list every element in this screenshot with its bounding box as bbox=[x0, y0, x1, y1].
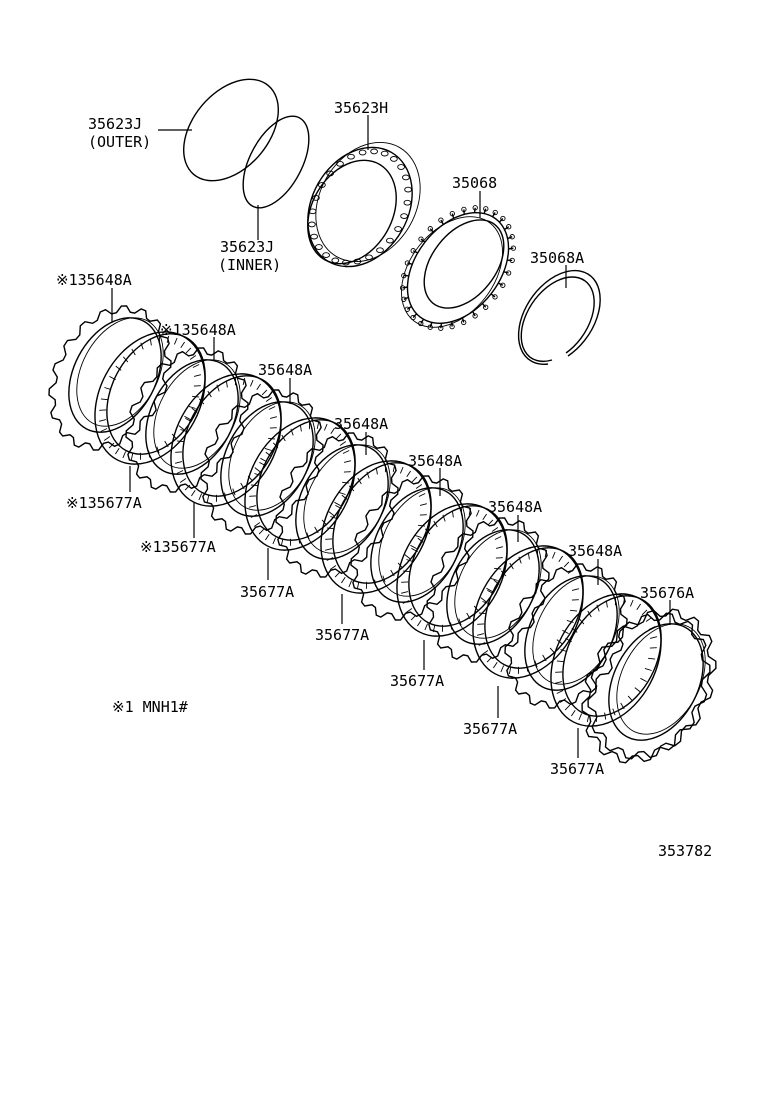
steel-plate[interactable] bbox=[125, 344, 258, 493]
one-way-clutch[interactable] bbox=[381, 193, 530, 346]
steel-plate[interactable] bbox=[275, 429, 408, 578]
friction-disc[interactable] bbox=[529, 575, 683, 746]
label-snap-ring: 35068A bbox=[530, 249, 584, 267]
label-disc-5: 35677A bbox=[390, 672, 444, 690]
label-flange: 35676A bbox=[640, 584, 694, 602]
label-disc-4: 35677A bbox=[315, 626, 369, 644]
label-ring-inner-note: (INNER) bbox=[218, 256, 281, 274]
label-plate-7: 35648A bbox=[568, 542, 622, 560]
friction-disc[interactable] bbox=[149, 355, 303, 526]
label-one-way-clutch: 35068 bbox=[452, 174, 497, 192]
steel-plate[interactable] bbox=[426, 514, 559, 663]
figure-number: 353782 bbox=[658, 842, 712, 860]
label-disc-6: 35677A bbox=[463, 720, 517, 738]
label-disc-3: 35677A bbox=[240, 583, 294, 601]
snap-ring[interactable] bbox=[517, 269, 601, 365]
clutch-pack-stack bbox=[48, 302, 723, 764]
steel-plate[interactable] bbox=[504, 560, 637, 709]
label-plate-5: 35648A bbox=[408, 452, 462, 470]
label-plate-s1-second: ※135648A bbox=[160, 321, 236, 339]
steel-plate[interactable] bbox=[48, 302, 181, 451]
label-clutch-drum: 35623H bbox=[334, 99, 388, 117]
friction-disc[interactable] bbox=[223, 399, 377, 570]
label-plate-s1-top: ※135648A bbox=[56, 271, 132, 289]
label-ring-outer: 35623J bbox=[88, 115, 142, 133]
part-labels: 35623J (OUTER) 35623J (INNER) 35623H 350… bbox=[56, 99, 712, 860]
outer-ring[interactable] bbox=[165, 61, 298, 199]
label-ring-inner: 35623J bbox=[220, 238, 274, 256]
steel-plate[interactable] bbox=[200, 386, 333, 535]
leader-lines bbox=[111, 115, 671, 758]
label-disc-s1-first: ※135677A bbox=[66, 494, 142, 512]
label-plate-6: 35648A bbox=[488, 498, 542, 516]
label-disc-s1-second: ※135677A bbox=[140, 538, 216, 556]
inner-ring[interactable] bbox=[230, 106, 323, 219]
friction-disc[interactable] bbox=[299, 442, 453, 613]
flange-plate[interactable] bbox=[581, 608, 723, 764]
label-ring-outer-note: (OUTER) bbox=[88, 133, 151, 151]
footnote: ※1 MNH1# bbox=[112, 698, 188, 716]
label-disc-7: 35677A bbox=[550, 760, 604, 778]
steel-plate[interactable] bbox=[350, 472, 483, 621]
label-plate-3: 35648A bbox=[258, 361, 312, 379]
clutch-drum[interactable] bbox=[287, 123, 441, 285]
friction-disc[interactable] bbox=[73, 313, 227, 484]
label-plate-4: 35648A bbox=[334, 415, 388, 433]
